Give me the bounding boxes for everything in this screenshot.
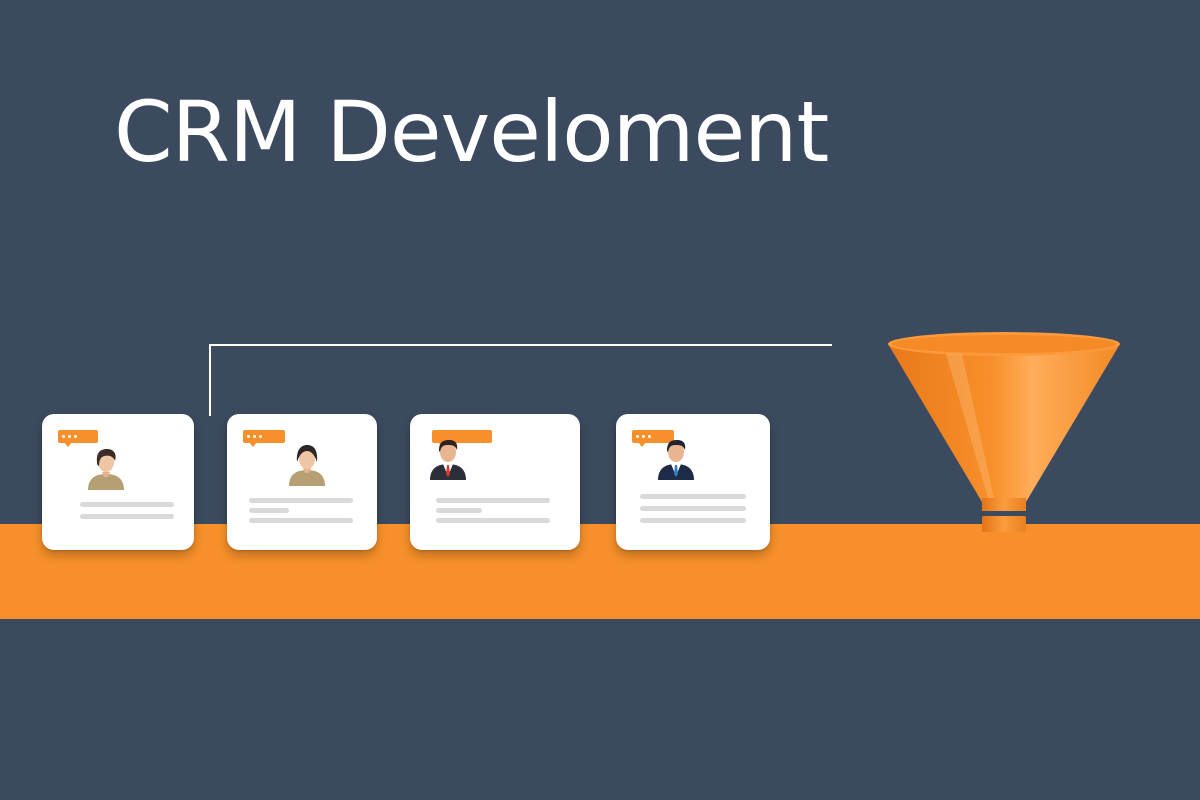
contact-card[interactable]	[227, 414, 377, 550]
placeholder-line	[436, 508, 482, 513]
connector-line-horizontal	[209, 344, 832, 346]
speech-bubble-icon	[58, 430, 98, 447]
contact-card[interactable]	[410, 414, 580, 550]
sales-funnel-icon	[888, 332, 1120, 532]
page-title: CRM Develoment	[114, 83, 829, 181]
placeholder-line	[80, 502, 174, 507]
connector-line-vertical	[209, 344, 211, 416]
woman-avatar-icon	[88, 449, 124, 490]
placeholder-line	[249, 518, 353, 523]
placeholder-line	[436, 498, 550, 503]
pipeline-band	[0, 524, 1200, 619]
placeholder-line	[640, 518, 746, 523]
speech-bubble-icon	[632, 430, 674, 447]
contact-card[interactable]	[42, 414, 194, 550]
placeholder-line	[249, 498, 353, 503]
placeholder-line	[640, 506, 746, 511]
placeholder-line	[80, 514, 174, 519]
woman-avatar-icon	[289, 445, 325, 486]
placeholder-line	[640, 494, 746, 499]
speech-bubble-icon	[243, 430, 285, 447]
placeholder-line	[249, 508, 289, 513]
businessman-avatar-icon	[430, 440, 466, 480]
placeholder-line	[436, 518, 550, 523]
businessman-avatar-icon	[658, 440, 694, 480]
contact-card[interactable]	[616, 414, 770, 550]
